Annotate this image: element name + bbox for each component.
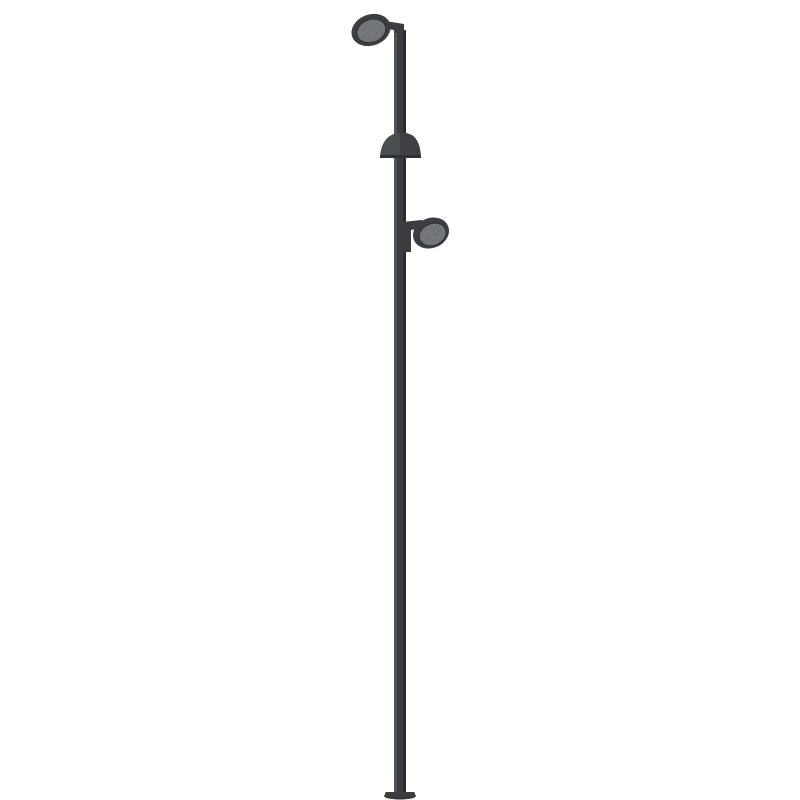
lower-spotlight (402, 217, 450, 252)
pole-base (384, 792, 416, 800)
lower-spotlight-lens (418, 222, 447, 247)
upper-spotlight-lens (356, 18, 387, 44)
dome-light (380, 133, 421, 158)
pole (394, 30, 406, 794)
upper-spotlight (351, 13, 404, 47)
